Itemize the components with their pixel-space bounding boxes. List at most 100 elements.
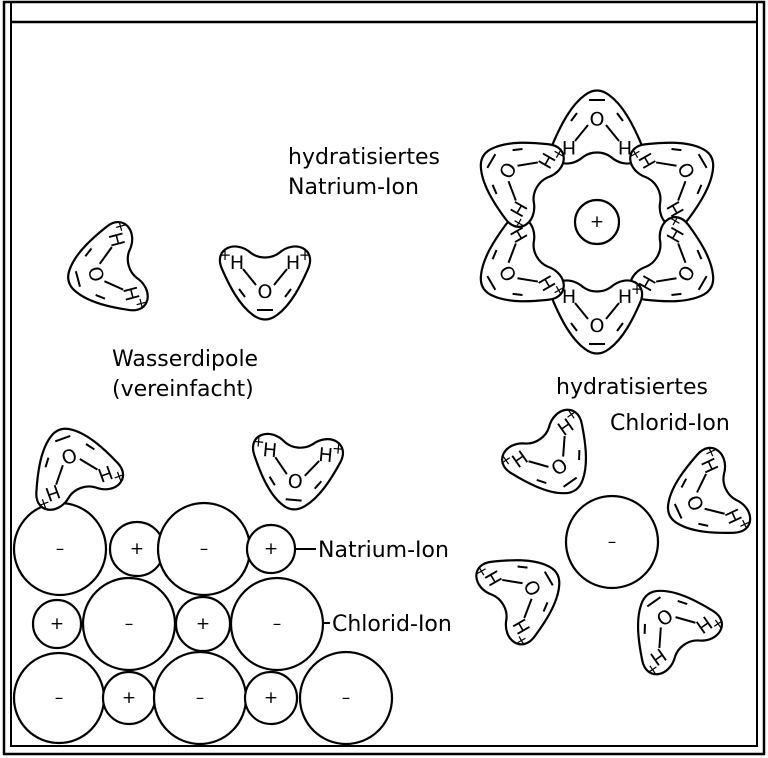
water-outline [67, 220, 149, 312]
minus-sign: – [125, 614, 134, 634]
minus-sign [486, 275, 497, 291]
minus-sign [570, 322, 578, 332]
ionic-lattice: –+–++–+––+–+– [12, 501, 394, 746]
minus-sign [284, 288, 292, 298]
water-molecule: OHH++ [666, 442, 756, 534]
sodium-ion-pointer-label: Natrium-Ion [318, 538, 449, 563]
sodium-ion: + [108, 520, 166, 578]
water-outline [475, 559, 561, 646]
water-molecule: OHH++ [624, 211, 715, 303]
water-molecule: OHH++ [67, 218, 152, 312]
minus-sign: – [273, 614, 282, 634]
minus-sign [697, 275, 708, 291]
plus-sign: + [122, 688, 136, 708]
water-outline [636, 589, 723, 676]
minus-sign [313, 480, 323, 490]
minus-sign [542, 601, 549, 612]
hydrogen-atom: H [562, 286, 576, 308]
plus-sign: + [110, 218, 131, 235]
minus-sign: – [200, 539, 209, 559]
minus-sign [578, 450, 581, 461]
plus-sign: + [252, 432, 266, 451]
plus-sign: + [590, 212, 604, 232]
oxygen-atom: O [58, 443, 80, 469]
minus-sign [512, 292, 523, 297]
minus-sign [95, 294, 106, 300]
oxygen-atom: O [287, 470, 304, 493]
minus-sign [680, 478, 688, 489]
plus-sign: + [299, 246, 312, 264]
water-molecule: OHH++ [479, 211, 570, 303]
minus-sign [486, 153, 497, 169]
hydrogen-atom: H [618, 136, 632, 158]
water-molecules: OHH++OHH++OHH++OHH++OHH++OHH++OHH++OHH++… [35, 89, 756, 681]
water-outline [479, 141, 565, 228]
hydrogen-atom: H [318, 444, 334, 467]
chloride-ion-pointer-label: Chlorid-Ion [332, 612, 452, 637]
minus-sign [646, 596, 661, 608]
water-dipole-label-line2: (vereinfacht) [112, 377, 254, 402]
water-molecule: OHH++ [550, 279, 644, 355]
minus-sign [563, 476, 578, 488]
hydrogen-atom: H [104, 230, 129, 250]
minus-sign [643, 623, 646, 634]
water-molecule: OHH++ [35, 427, 128, 515]
sodium-ion: + [31, 598, 83, 650]
minus-sign [570, 112, 578, 122]
water-outline [550, 279, 644, 355]
sodium-ion: + [101, 670, 157, 726]
minus-sign [536, 478, 547, 484]
water-outline [251, 432, 344, 511]
water-outline [501, 408, 588, 495]
plus-sign: + [110, 466, 128, 487]
minus-sign [44, 457, 50, 468]
chloride-ion: – [564, 494, 660, 590]
sodium-ion: + [243, 670, 299, 726]
oxygen-atom: O [590, 107, 605, 129]
hydrated-sodium-label-line2: Natrium-Ion [288, 175, 419, 200]
minus-sign [517, 565, 528, 569]
minus-sign: – [55, 688, 64, 708]
minus-sign [84, 247, 93, 257]
water-outline [666, 446, 752, 534]
water-outline [35, 427, 124, 511]
hydrogen-atom: H [262, 439, 278, 462]
minus-sign: – [342, 688, 351, 708]
chloride-ion: – [12, 501, 108, 597]
water-outline [218, 245, 312, 321]
minus-sign [697, 153, 708, 169]
minus-sign: – [608, 532, 617, 552]
minus-sign [491, 184, 498, 195]
water-molecule: OHH++ [470, 559, 561, 651]
water-molecule: OHH++ [496, 403, 588, 495]
water-outline [479, 216, 565, 303]
oxygen-atom: O [83, 264, 108, 284]
minus-sign [543, 571, 554, 586]
plus-sign: + [264, 688, 278, 708]
water-dipole-label-line1: Wasserdipole [112, 347, 258, 372]
hydrated-chloride-label-line1: hydratisiertes [556, 375, 708, 400]
hydrogen-atom: H [42, 480, 63, 506]
minus-sign [285, 498, 302, 502]
plus-sign: + [50, 614, 64, 634]
minus-sign [54, 434, 71, 443]
plus-sign: + [331, 439, 345, 458]
minus-sign [74, 271, 81, 287]
minus-sign [491, 249, 498, 260]
hydrogen-atom: H [562, 136, 576, 158]
sodium-ion: + [174, 595, 232, 653]
minus-sign [268, 476, 276, 486]
chloride-ion: – [298, 650, 394, 746]
hydrated-ion-centers: +– [564, 198, 660, 590]
hydrated-chloride-label-line2: Chlorid-Ion [610, 411, 730, 436]
chloride-ion: – [152, 650, 248, 746]
chloride-ion: – [156, 501, 252, 597]
chloride-ion: – [12, 651, 106, 745]
chloride-ion: – [229, 576, 325, 672]
